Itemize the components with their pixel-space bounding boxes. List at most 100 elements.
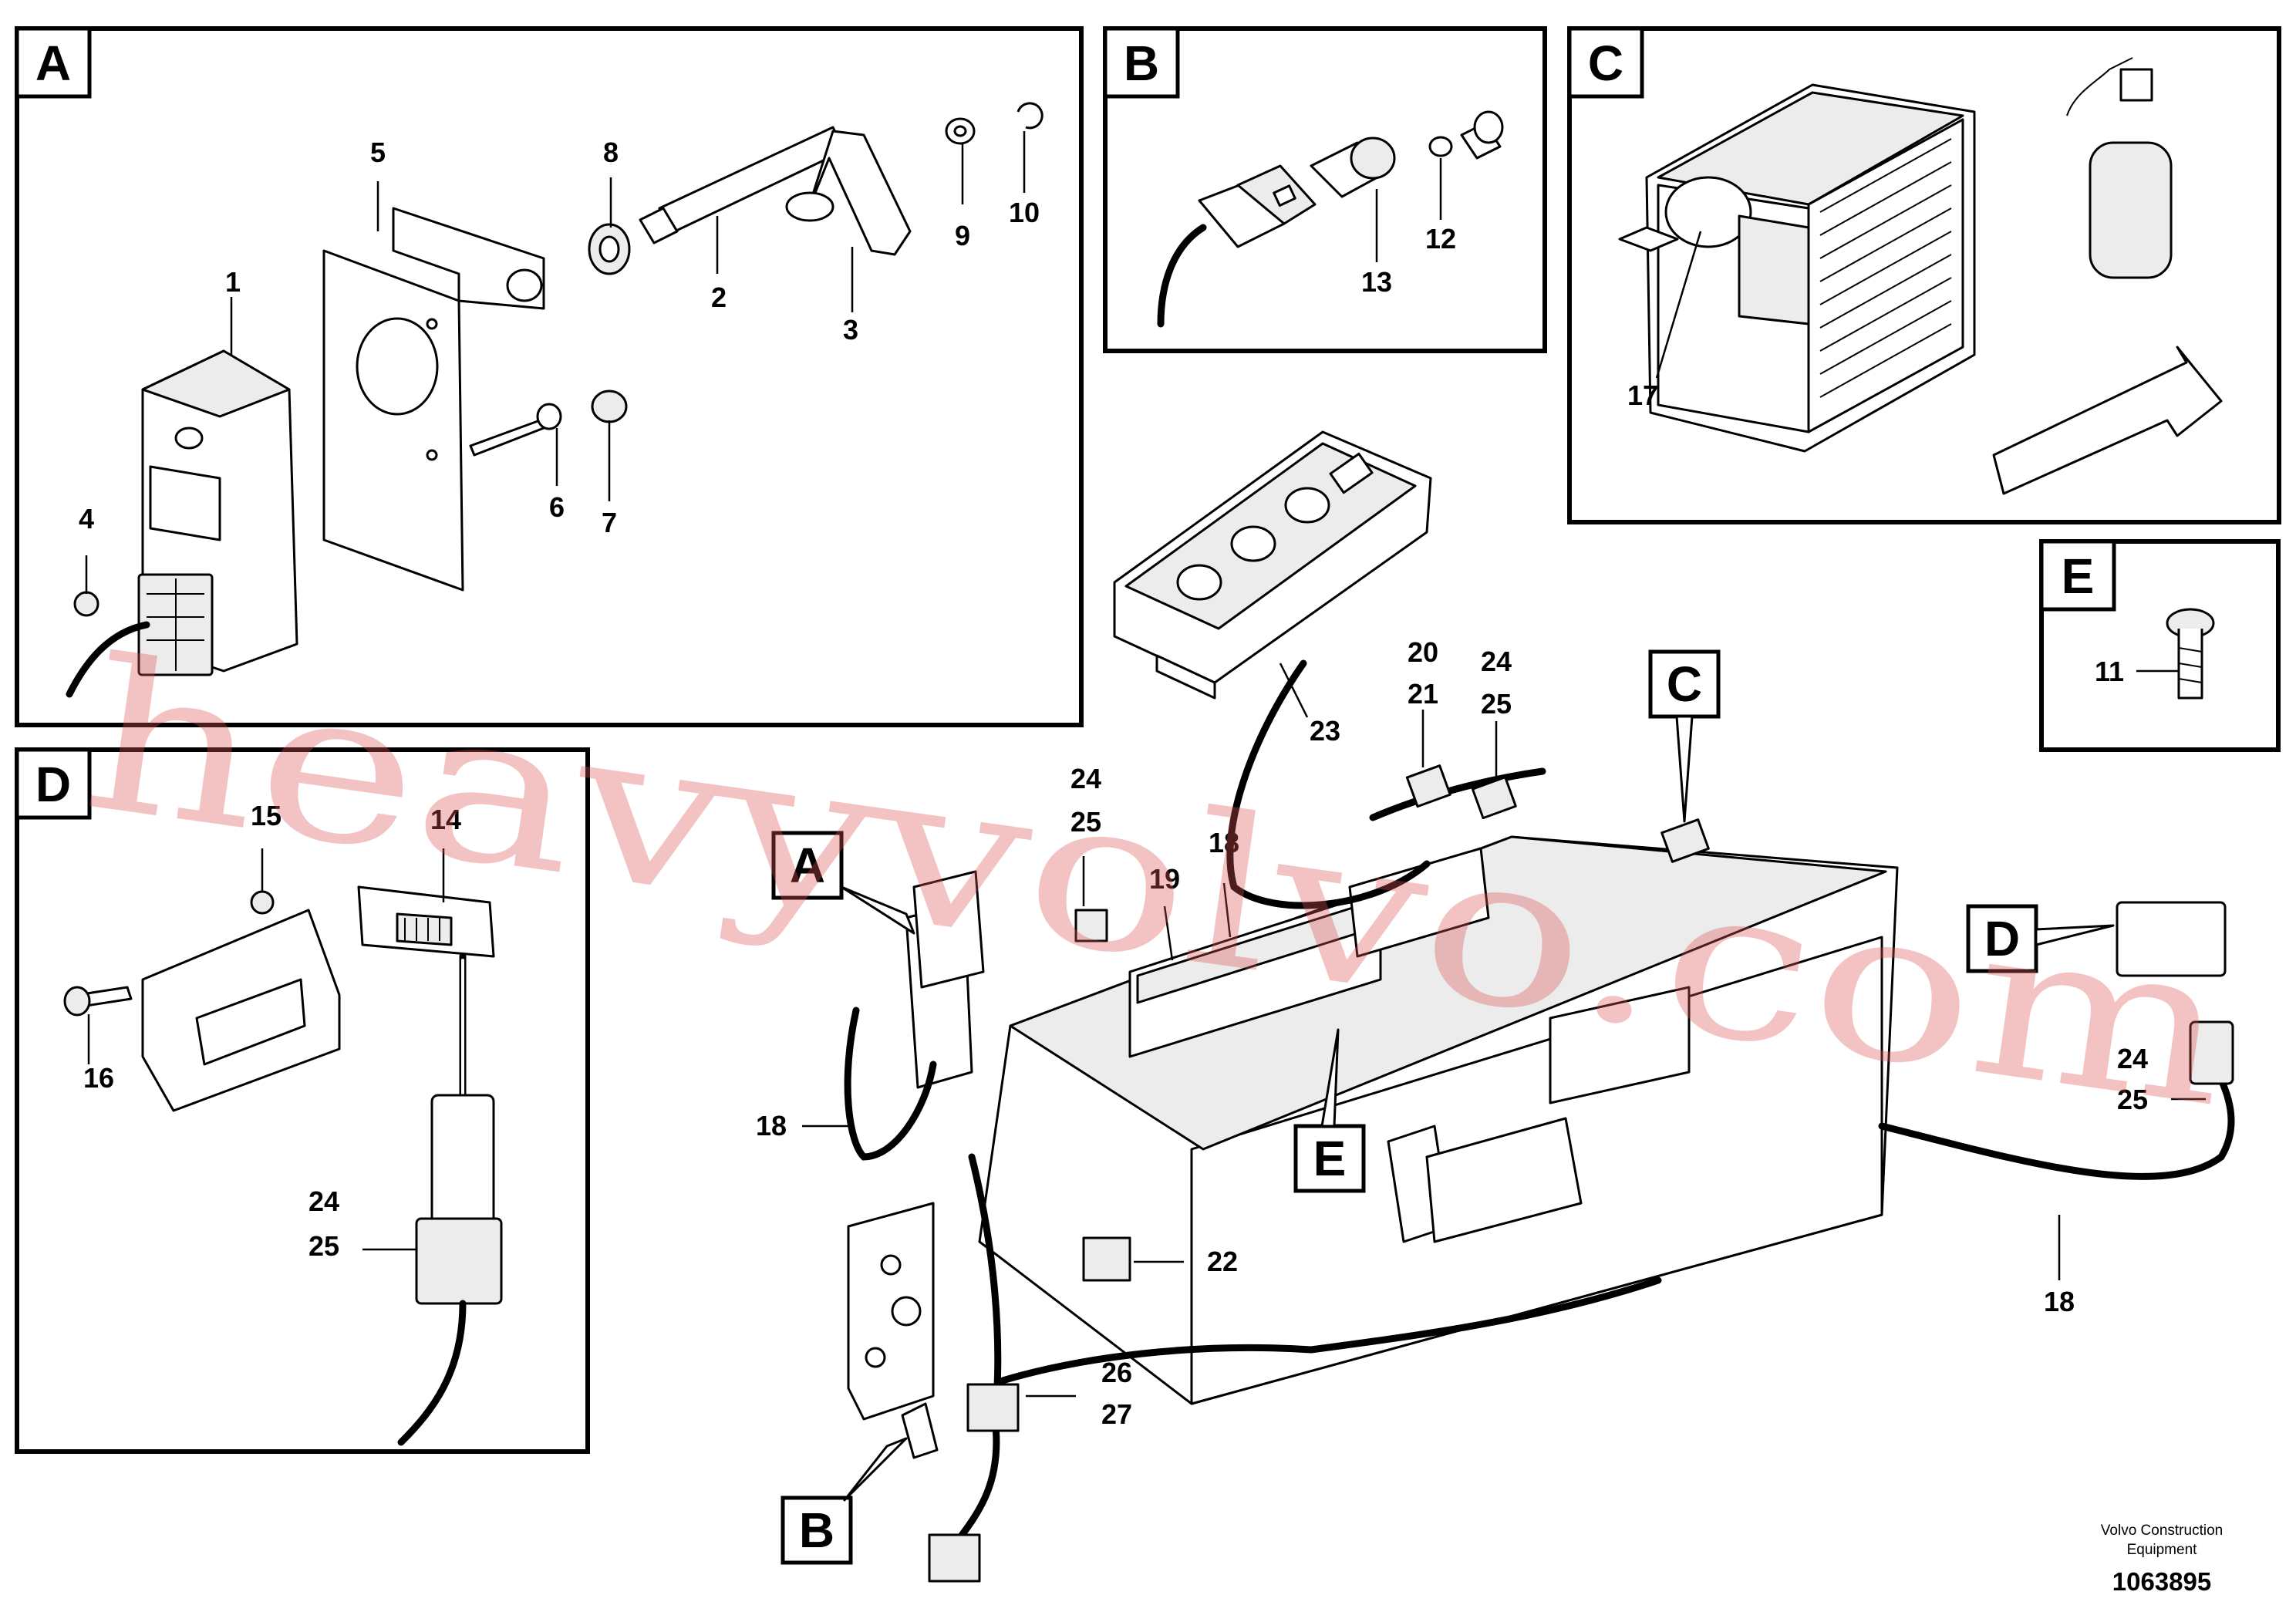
callout-7: 7 bbox=[602, 507, 617, 538]
callout-1: 1 bbox=[225, 266, 241, 298]
callout-25: 25 bbox=[308, 1230, 339, 1262]
footer-line-2: Equipment bbox=[2127, 1542, 2198, 1558]
panel-a: A bbox=[15, 26, 1084, 727]
main-callout-24-a: 24 bbox=[1481, 646, 1512, 677]
panel-e-tag: E bbox=[2062, 548, 2095, 604]
main-callout-20: 20 bbox=[1408, 636, 1438, 668]
o-ring bbox=[1428, 136, 1453, 157]
clip bbox=[1017, 102, 1043, 130]
panel-c-frame bbox=[1567, 26, 2281, 524]
ref-tag-d-box bbox=[1966, 904, 2038, 973]
panel-b-tag: B bbox=[1124, 35, 1159, 91]
callout-3: 3 bbox=[843, 314, 858, 346]
panel-b-frame bbox=[1103, 26, 1547, 353]
panel-c: C 17 bbox=[1567, 26, 2281, 524]
actuator-a bbox=[912, 870, 985, 989]
harness-control bbox=[1226, 659, 1431, 909]
connector-bottom bbox=[928, 1533, 981, 1583]
main-callout-21: 21 bbox=[1408, 678, 1438, 710]
main-callout-25-c: 25 bbox=[2117, 1084, 2148, 1115]
heater-housing bbox=[847, 835, 1899, 1421]
panel-a-tag: A bbox=[35, 35, 71, 91]
hex-nut bbox=[73, 591, 99, 617]
ref-tag-b: B bbox=[799, 1502, 834, 1558]
main-callout-24-c: 24 bbox=[2117, 1043, 2148, 1074]
panel-d-frame bbox=[15, 747, 590, 1454]
callout-17: 17 bbox=[1627, 379, 1658, 411]
main-callout-19: 19 bbox=[1149, 863, 1180, 895]
callout-6: 6 bbox=[549, 491, 565, 523]
footer-line-1: Volvo Construction bbox=[2101, 1523, 2223, 1539]
callout-9: 9 bbox=[955, 220, 970, 251]
main-callout-23: 23 bbox=[1310, 715, 1340, 747]
screw bbox=[469, 419, 545, 457]
callout-8: 8 bbox=[603, 137, 619, 168]
callout-12: 12 bbox=[1425, 223, 1456, 255]
panel-c-tag-box bbox=[1567, 26, 1644, 99]
callout-13: 13 bbox=[1361, 266, 1392, 298]
connector-22 bbox=[1082, 1236, 1131, 1282]
connector-26-27 bbox=[966, 1383, 1020, 1432]
main-callout-26: 26 bbox=[1101, 1357, 1132, 1388]
connector-24-25-right bbox=[2189, 1020, 2234, 1085]
ref-tag-e: E bbox=[1313, 1131, 1347, 1186]
main-callout-24-b: 24 bbox=[1070, 763, 1101, 794]
callout-14: 14 bbox=[430, 804, 461, 835]
ref-tag-c-box bbox=[1648, 649, 1721, 719]
ref-tag-d: D bbox=[1984, 911, 2020, 966]
main-callout-25-a: 25 bbox=[1481, 688, 1512, 720]
panel-a-tag-box bbox=[15, 26, 92, 99]
harness-right bbox=[1878, 1061, 2235, 1180]
panel-b-tag-box bbox=[1103, 26, 1180, 99]
nut bbox=[250, 890, 275, 915]
bracket-plate bbox=[322, 207, 545, 592]
panel-e-tag-box bbox=[2039, 539, 2116, 612]
ref-tag-b-box bbox=[781, 1496, 853, 1565]
panel-c-tag: C bbox=[1588, 35, 1623, 91]
callout-15: 15 bbox=[251, 800, 282, 831]
panel-e: E 11 bbox=[2039, 539, 2281, 752]
ref-tag-a: A bbox=[790, 838, 825, 893]
connector-24-25-left bbox=[1074, 909, 1108, 943]
harness-top bbox=[1369, 767, 1546, 821]
main-callout-27: 27 bbox=[1101, 1398, 1132, 1430]
connector-plug bbox=[430, 1094, 495, 1228]
connector-20-21 bbox=[1405, 764, 1451, 808]
main-callout-18-a: 18 bbox=[1209, 827, 1239, 858]
callout-11: 11 bbox=[2095, 656, 2124, 687]
main-callout-25-b: 25 bbox=[1070, 806, 1101, 838]
temp-sensor-b bbox=[901, 1402, 939, 1459]
callout-5: 5 bbox=[370, 137, 386, 168]
heater-core-assembly bbox=[1618, 57, 2173, 453]
callout-24: 24 bbox=[308, 1185, 339, 1217]
shaft-and-lever bbox=[639, 126, 912, 256]
main-callout-18-c: 18 bbox=[2044, 1286, 2075, 1317]
actuator-motor bbox=[66, 349, 298, 698]
panel-b: B 13 12 bbox=[1103, 26, 1547, 353]
connector-c-ref bbox=[1660, 818, 1710, 863]
callout-10: 10 bbox=[1009, 197, 1040, 228]
main-assembly: A B C D E 20 21 24 25 23 24 25 18 19 bbox=[756, 430, 2235, 1583]
direction-arrow bbox=[1992, 346, 2223, 495]
doc-number: 1063895 bbox=[2112, 1567, 2211, 1596]
callout-2: 2 bbox=[711, 282, 727, 313]
panel-d: D 15 14 16 24 25 bbox=[15, 747, 590, 1454]
ref-tag-c: C bbox=[1667, 656, 1702, 712]
flange-nut bbox=[591, 389, 628, 423]
callout-4: 4 bbox=[79, 503, 94, 534]
panel-e-frame bbox=[2039, 539, 2281, 752]
main-callout-22: 22 bbox=[1207, 1246, 1238, 1277]
panel-a-frame bbox=[15, 26, 1084, 727]
main-callout-18-b: 18 bbox=[756, 1110, 787, 1141]
panel-d-tag: D bbox=[35, 757, 71, 812]
panel-d-tag-box bbox=[15, 747, 92, 820]
control-panel bbox=[1113, 430, 1432, 700]
connector-socket bbox=[415, 1217, 503, 1305]
ref-tag-a-box bbox=[771, 831, 844, 900]
harness-bottom bbox=[999, 1276, 1662, 1384]
connector-24-25-top bbox=[1471, 776, 1517, 820]
callout-16: 16 bbox=[83, 1062, 114, 1094]
panel-socket-d bbox=[2116, 901, 2227, 977]
harness-left bbox=[844, 1007, 937, 1161]
